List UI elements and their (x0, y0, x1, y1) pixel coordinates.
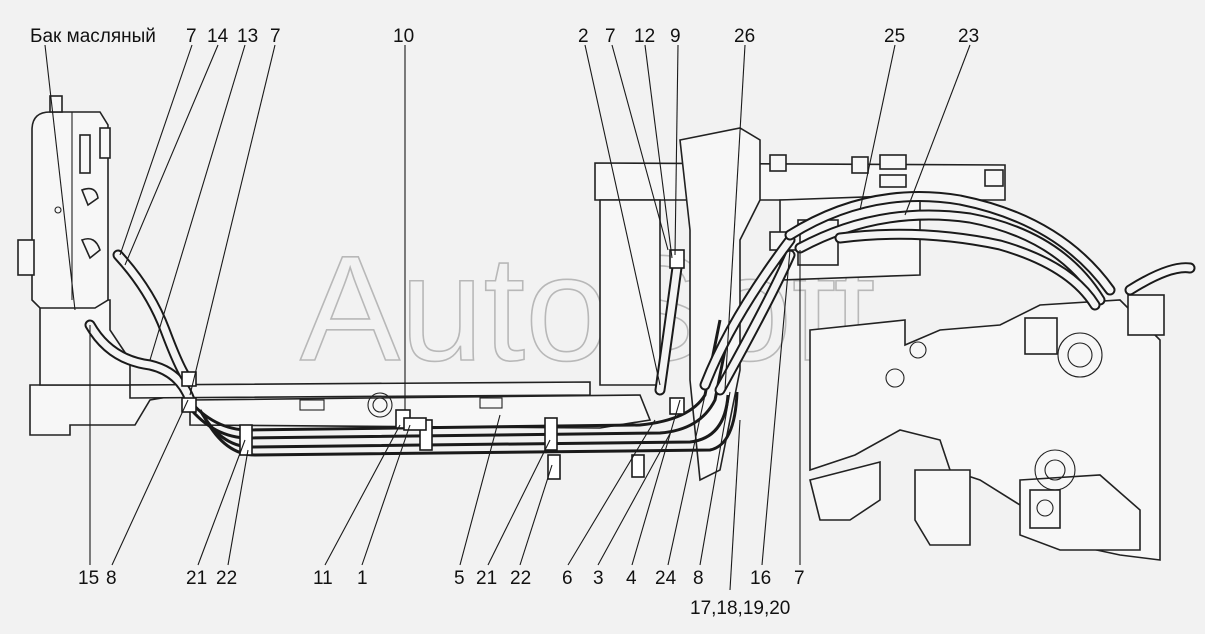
callout-14: 14 (207, 26, 229, 47)
oil-tank (17, 95, 111, 309)
callout-15: 15 (78, 568, 99, 589)
callout-25: 25 (884, 26, 905, 47)
callout-13: 13 (237, 26, 258, 47)
control-hoses (654, 191, 1196, 396)
tank-label: Бак масляный (30, 26, 156, 47)
callout-21: 21 (186, 568, 207, 589)
callout-16: 16 (750, 568, 771, 589)
callout-10: 10 (393, 26, 414, 47)
callout-21: 21 (476, 568, 497, 589)
callout-9: 9 (670, 26, 681, 47)
callout-3: 3 (593, 568, 604, 589)
callout-7: 7 (605, 26, 616, 47)
callout-5: 5 (454, 568, 465, 589)
leader-lines (44, 44, 971, 591)
callout-6: 6 (562, 568, 573, 589)
callout-12: 12 (634, 26, 655, 47)
callout-22: 22 (216, 568, 237, 589)
callout-2: 2 (578, 26, 589, 47)
right-machinery (594, 127, 1165, 561)
callout-1: 1 (357, 568, 368, 589)
callout-8: 8 (693, 568, 704, 589)
callout-24: 24 (655, 568, 677, 589)
callout-8: 8 (106, 568, 117, 589)
callout-17-20: 17,18,19,20 (690, 598, 790, 619)
callout-22: 22 (510, 568, 531, 589)
top-callouts: Бак масляный 7 14 13 7 10 2 7 12 9 26 25… (30, 26, 979, 47)
callout-7: 7 (186, 26, 197, 47)
callout-23: 23 (958, 26, 979, 47)
callout-7: 7 (270, 26, 281, 47)
clamps (181, 249, 685, 480)
callout-4: 4 (626, 568, 637, 589)
callout-11: 11 (313, 568, 333, 589)
callout-7: 7 (794, 568, 805, 589)
pressure-pipes (183, 319, 739, 457)
callout-26: 26 (734, 26, 755, 47)
bottom-callouts: 15 8 21 22 11 1 5 21 22 6 3 4 24 8 16 7 … (78, 568, 805, 619)
